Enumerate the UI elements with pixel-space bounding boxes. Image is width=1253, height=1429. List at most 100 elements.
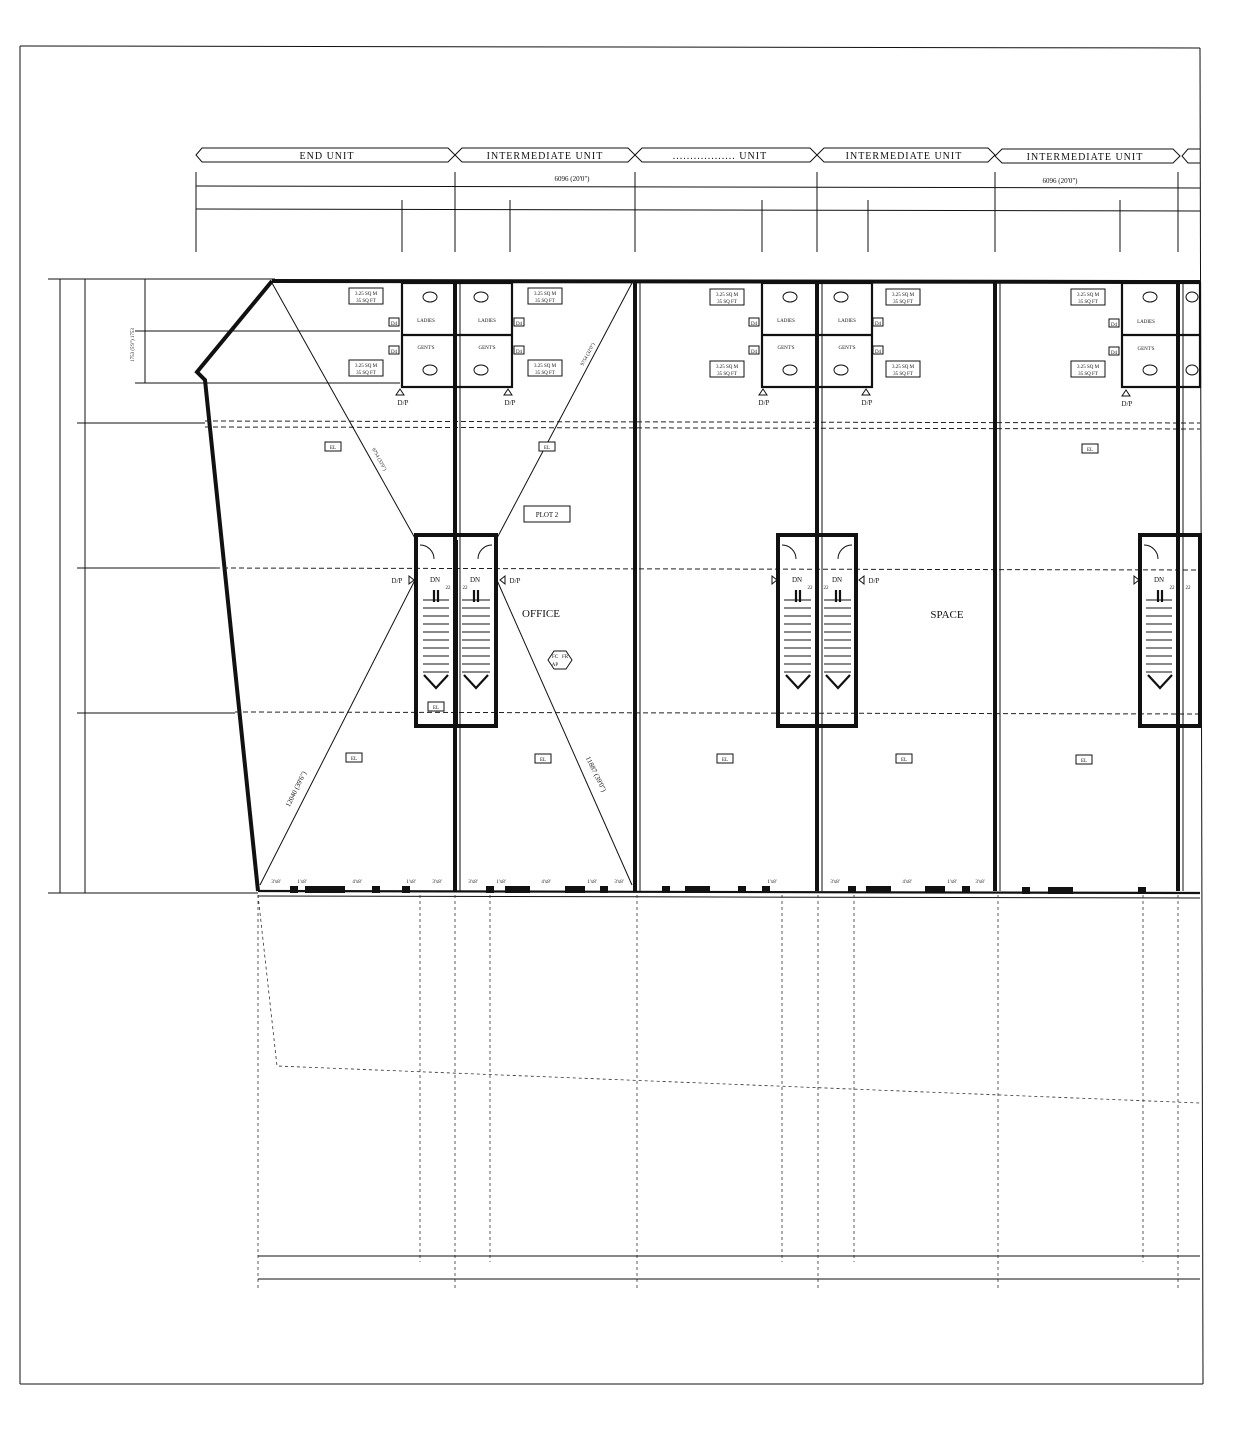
door-width-label: 3'x8' [271, 880, 280, 885]
bottom-dimension-lines [258, 1255, 1200, 1280]
area-sqft: 35 SQ FT [535, 299, 555, 304]
stair-down-label: DN [430, 576, 440, 584]
door-tag-d4: D4 [1111, 351, 1118, 356]
el-label: EL [544, 446, 550, 451]
el-label: EL [722, 758, 728, 763]
door-width-label: 3'x8' [830, 880, 839, 885]
dp-label: D/P [759, 399, 770, 407]
dp-label: D/P [862, 399, 873, 407]
el-label: EL [330, 446, 336, 451]
door-tag-d4: D4 [751, 322, 758, 327]
unit-header-intermediate-2: INTERMEDIATE UNIT [846, 151, 963, 162]
plot-label-box [523, 505, 571, 523]
door-width-label: 4'x8' [541, 880, 550, 885]
unit-header-banners [195, 147, 1200, 164]
toilet-ladies-label: LADIES [777, 319, 795, 324]
unit-header-end: END UNIT [300, 151, 355, 162]
room-label-space: SPACE [930, 609, 964, 621]
door-width-label: 1'x8' [587, 880, 596, 885]
door-width-label: 4'x8' [902, 880, 911, 885]
toilet-gents-label: GENT'S [478, 346, 495, 351]
door-width-label: 4'x8' [352, 880, 361, 885]
stair-count-label: 22 [1170, 586, 1176, 591]
door-width-label: 1'x8' [297, 880, 306, 885]
diagonal-dimension-1: 9754 (32'0") [370, 448, 387, 473]
top-dimension-1: 6096 (20'0") [554, 175, 590, 183]
dp-label: D/P [1122, 400, 1133, 408]
area-sqft: 35 SQ FT [717, 372, 737, 377]
unit-header-intermediate-1: INTERMEDIATE UNIT [487, 151, 604, 162]
forecourt-lines [257, 894, 1201, 1290]
room-label-office: OFFICE [522, 608, 560, 620]
dp-label: D/P [510, 577, 521, 585]
dp-label: D/P [505, 399, 516, 407]
door-width-label: 3'x8' [468, 880, 477, 885]
area-sqft: 35 SQ FT [356, 299, 376, 304]
fire-symbol-ap: AP [552, 663, 559, 668]
door-tag-d4: D4 [875, 350, 882, 355]
el-label: EL [433, 706, 439, 711]
area-sqft: 35 SQ FT [1078, 300, 1098, 305]
area-sqm: 3.25 SQ M [716, 365, 739, 370]
dp-label: D/P [398, 399, 409, 407]
top-dimension-2: 6096 (20'0") [1042, 177, 1078, 185]
toilet-gents-label: GENT'S [838, 346, 855, 351]
stair-count-label: 22 [1186, 586, 1192, 591]
stair-down-label: DN [832, 576, 842, 584]
door-width-label: 1'x8' [767, 880, 776, 885]
area-sqm: 3.25 SQ M [892, 293, 915, 298]
dp-label: D/P [869, 577, 880, 585]
unit-header-blank: .................. UNIT [673, 151, 767, 162]
door-width-label: 1'x8' [496, 880, 505, 885]
toilet-gents-label: GENT'S [777, 346, 794, 351]
dp-label: D/P [392, 577, 403, 585]
toilet-ladies-label: LADIES [478, 319, 496, 324]
stair-count-label: 22 [446, 586, 452, 591]
sheet-border [19, 45, 1201, 49]
area-sqm: 3.25 SQ M [355, 364, 378, 369]
area-sqm: 3.25 SQ M [534, 364, 557, 369]
area-sqm: 3.25 SQ M [892, 365, 915, 370]
el-label: EL [351, 757, 357, 762]
stair-down-label: DN [470, 576, 480, 584]
top-dimension-lines [195, 172, 1201, 252]
el-label: EL [1087, 448, 1093, 453]
stair-cores [414, 533, 1202, 728]
door-width-label: 1'x8' [406, 880, 415, 885]
el-label: EL [901, 758, 907, 763]
diagonal-lines [259, 282, 633, 886]
area-sqft: 35 SQ FT [1078, 372, 1098, 377]
door-width-label: 3'x8' [614, 880, 623, 885]
building-outline [194, 279, 1201, 899]
door-tag-d4: D4 [875, 322, 882, 327]
diagonal-dimension-3: 12040 (39'6") [284, 769, 308, 808]
el-label: EL [1081, 759, 1087, 764]
door-width-label: 1'x8' [947, 880, 956, 885]
area-sqm: 3.25 SQ M [716, 293, 739, 298]
toilet-ladies-label: LADIES [838, 319, 856, 324]
door-tag-d4: D4 [751, 350, 758, 355]
door-tag-d4: D4 [391, 322, 398, 327]
door-width-label: 3'x8' [975, 880, 984, 885]
left-dimension-lines [48, 278, 400, 894]
stair-down-label: DN [1154, 576, 1164, 584]
area-sqm: 3.25 SQ M [1077, 365, 1100, 370]
fire-symbol-fc: FC [552, 655, 559, 660]
area-sqm: 3.25 SQ M [355, 292, 378, 297]
plot-label: PLOT 2 [536, 511, 559, 519]
toilet-blocks [400, 281, 1202, 389]
door-tag-d4: D4 [1111, 323, 1118, 328]
el-boxes [324, 441, 1099, 765]
shopfront-posts [290, 886, 1146, 894]
toilet-ladies-label: LADIES [1137, 320, 1155, 325]
door-tags [388, 317, 1120, 356]
area-sqft: 35 SQ FT [893, 300, 913, 305]
fire-symbol [547, 650, 573, 670]
stair-count-label: 22 [463, 586, 469, 591]
area-sqft: 35 SQ FT [717, 300, 737, 305]
stair-count-label: 22 [808, 586, 814, 591]
stair-count-label: 22 [824, 586, 830, 591]
door-width-label: 3'x8' [432, 880, 441, 885]
el-label: EL [540, 758, 546, 763]
